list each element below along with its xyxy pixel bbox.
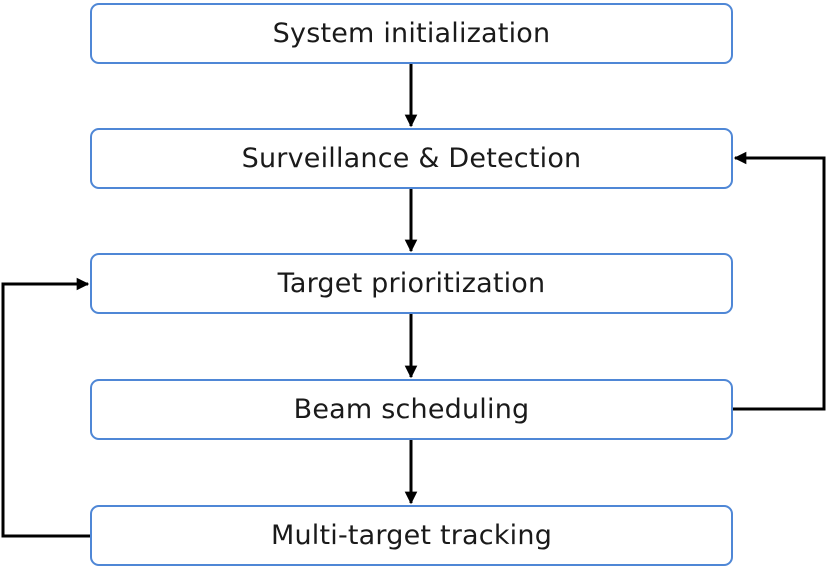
step-label: Surveillance & Detection: [241, 143, 582, 174]
step-label: System initialization: [272, 18, 551, 49]
step-label: Multi-target tracking: [270, 520, 553, 551]
step-label: Beam scheduling: [293, 394, 530, 425]
step-label: Target prioritization: [277, 268, 546, 299]
step-surveillance-detection: Surveillance & Detection: [90, 128, 733, 189]
step-multi-target-tracking: Multi-target tracking: [90, 505, 733, 566]
step-beam-scheduling: Beam scheduling: [90, 379, 733, 440]
step-target-prioritization: Target prioritization: [90, 253, 733, 314]
feedback-arrow-scheduling-to-surveillance: [733, 151, 826, 411]
step-system-initialization: System initialization: [90, 3, 733, 64]
feedback-arrow-tracking-to-prioritization: [1, 277, 90, 538]
